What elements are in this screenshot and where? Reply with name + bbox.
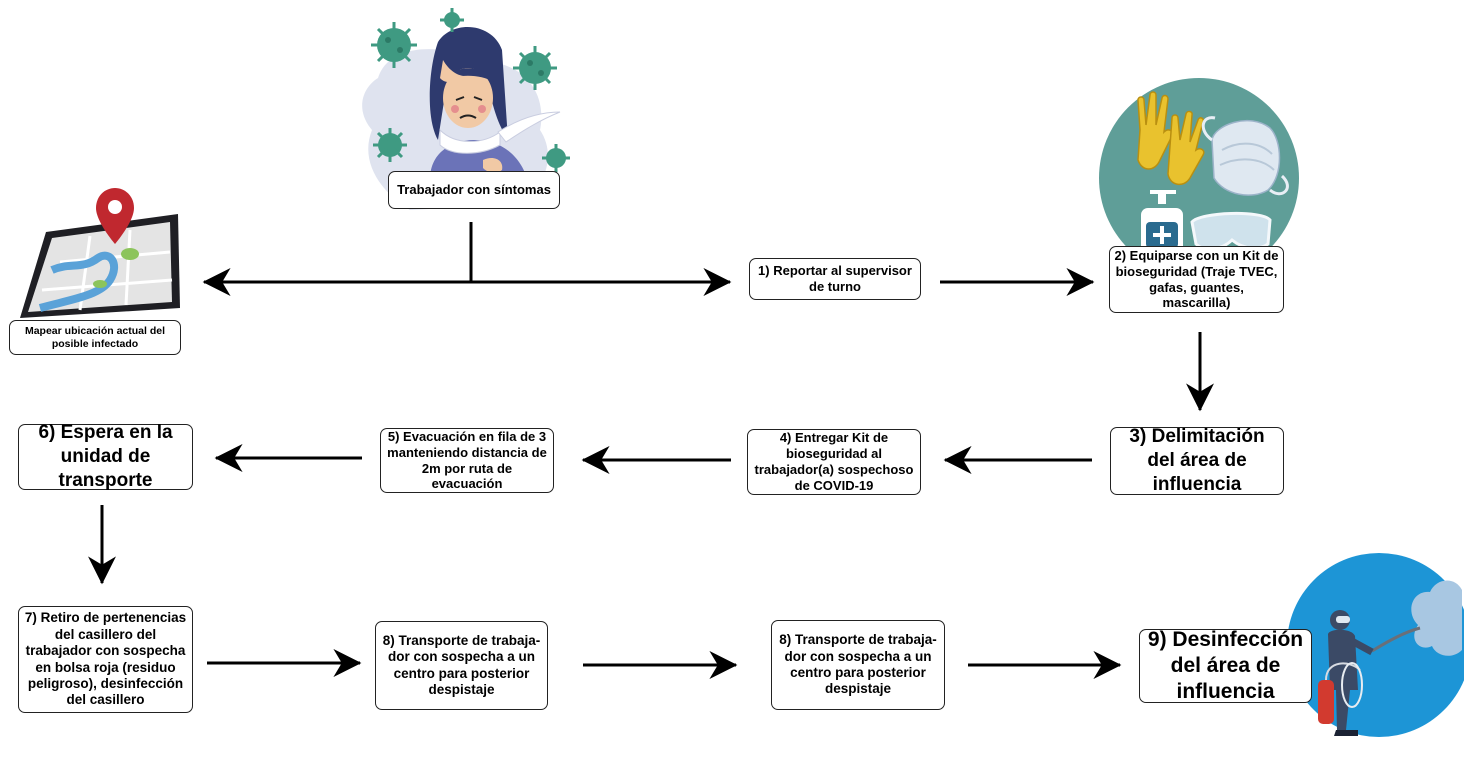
node-map-location: Mapear ubicación actual del posible infe… — [9, 320, 181, 355]
node-step5-evacuation: 5) Evacuación en fila de 3 manteniendo d… — [380, 428, 554, 493]
sick-worker-illustration — [362, 8, 570, 210]
node-step4-deliver-kit: 4) Entregar Kit de bioseguridad al traba… — [747, 429, 921, 495]
node-step3-delimitation: 3) Delimitación del área de influencia — [1110, 426, 1284, 495]
node-step9-disinfection: 9) Desinfección del área de influencia — [1139, 628, 1312, 703]
node-worker-symptoms: Trabajador con síntomas — [388, 171, 560, 209]
disinfection-worker-illustration — [1287, 553, 1464, 737]
tablet-map-pin-illustration — [20, 188, 180, 318]
node-step1-report-supervisor: 1) Reportar al supervisor de turno — [749, 258, 921, 300]
node-step6-wait-transport: 6) Espera en la unidad de transporte — [18, 422, 193, 491]
node-step8-transport-a: 8) Transporte de trabaja-dor con sospech… — [375, 621, 548, 710]
biosafety-kit-illustration — [1099, 78, 1299, 278]
node-step2-biosafety-kit: 2) Equiparse con un Kit de bioseguridad … — [1109, 246, 1284, 313]
node-step8-transport-b: 8) Transporte de trabaja-dor con sospech… — [771, 620, 945, 710]
node-step7-locker-removal: 7) Retiro de pertenencias del casillero … — [18, 606, 193, 713]
